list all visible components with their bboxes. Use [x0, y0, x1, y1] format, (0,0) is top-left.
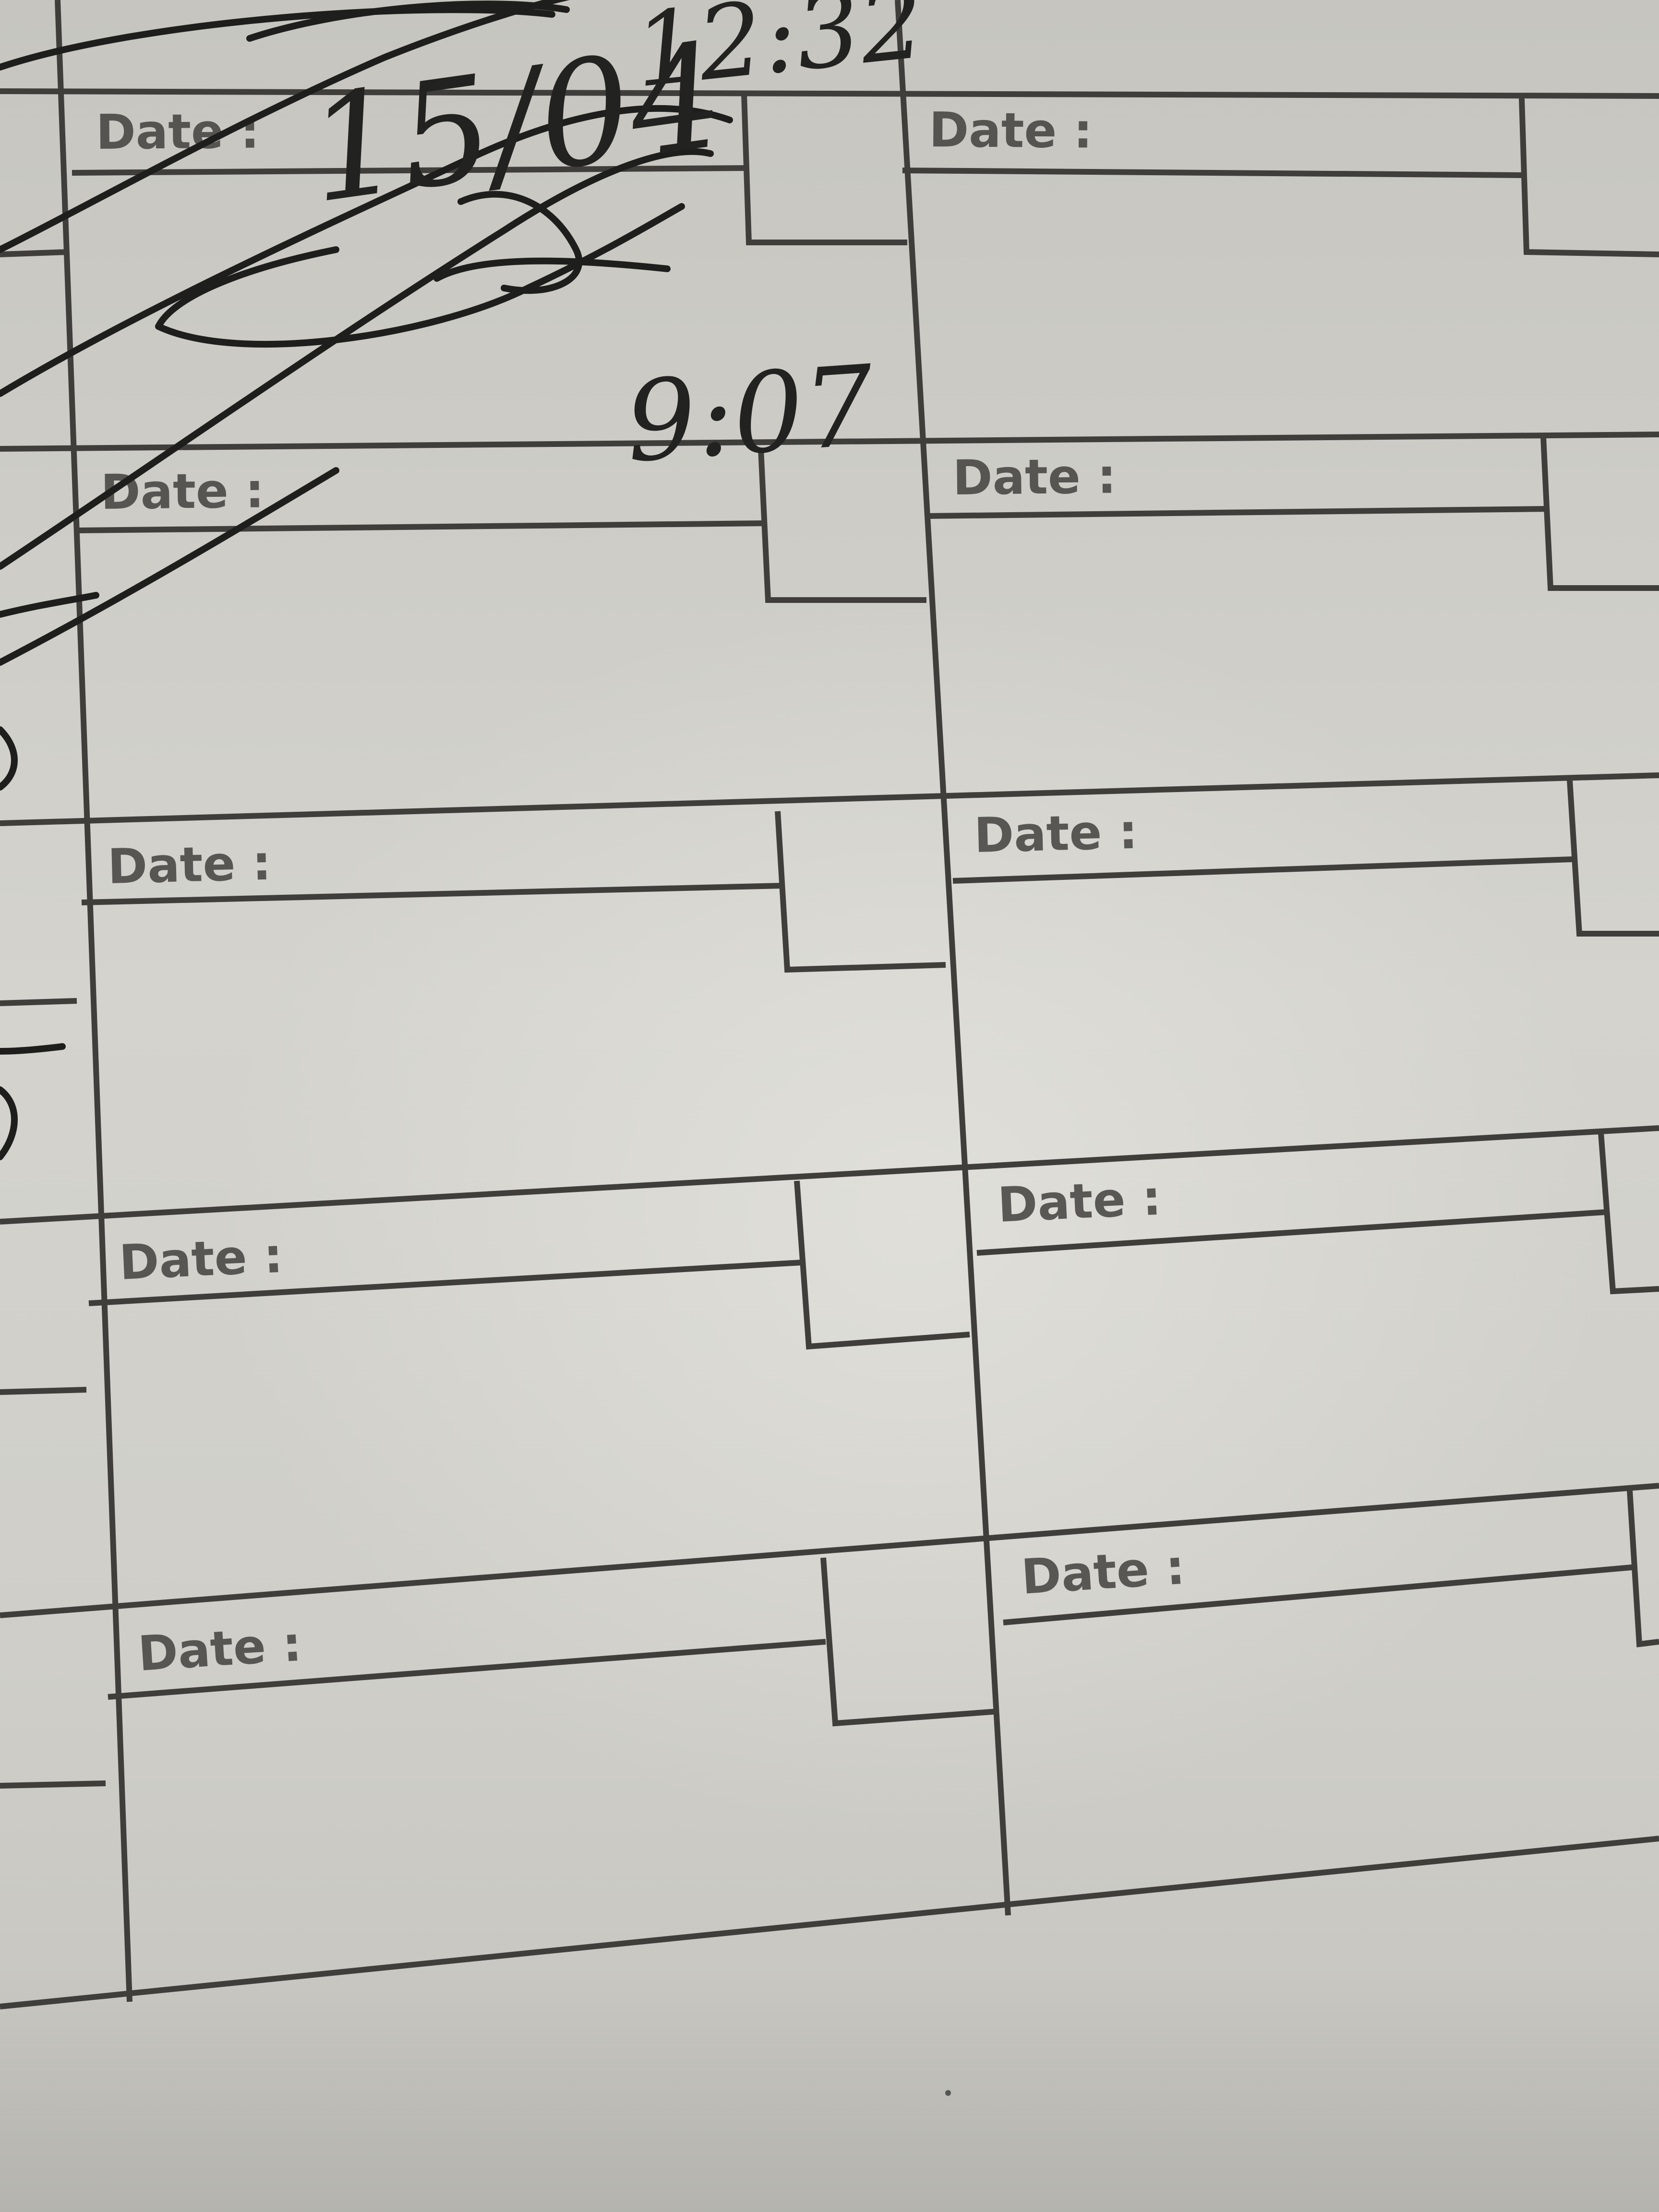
date-label-left-1: Date :	[96, 103, 260, 160]
date-label-left-5: Date :	[136, 1616, 303, 1682]
date-label-right-4: Date :	[997, 1170, 1163, 1233]
right-cell-boxes	[902, 98, 1659, 1647]
center-divider	[895, 0, 1011, 1916]
date-label-right-5: Date :	[1020, 1539, 1187, 1605]
date-label-right-1: Date :	[929, 102, 1093, 159]
row-boundary-0	[0, 88, 1659, 99]
left-cell-boxes	[72, 93, 999, 1727]
date-label-right-3: Date :	[974, 804, 1139, 864]
left-margin-lines	[0, 249, 106, 1789]
handwritten-time-bottom: 9:07	[622, 342, 878, 487]
row-boundary-1	[0, 432, 1659, 452]
paper-bottom-margin	[0, 1968, 1659, 2212]
row-boundary-2	[0, 772, 1659, 826]
row-boundary-5	[0, 1836, 1659, 2009]
grid-lines	[0, 0, 1659, 2009]
signature-scribble	[0, 0, 733, 1160]
row-boundary-4	[0, 1483, 1659, 1618]
paper-speck	[945, 2090, 951, 2096]
row-boundary-3	[0, 1125, 1659, 1225]
date-label-left-3: Date :	[107, 835, 272, 895]
date-label-left-2: Date :	[100, 462, 264, 520]
date-label-right-2: Date :	[952, 448, 1117, 506]
date-labels: Date : Date : Date : Date : Date : Date …	[96, 102, 1186, 1682]
left-border	[55, 0, 132, 2002]
date-label-left-4: Date :	[118, 1227, 284, 1291]
